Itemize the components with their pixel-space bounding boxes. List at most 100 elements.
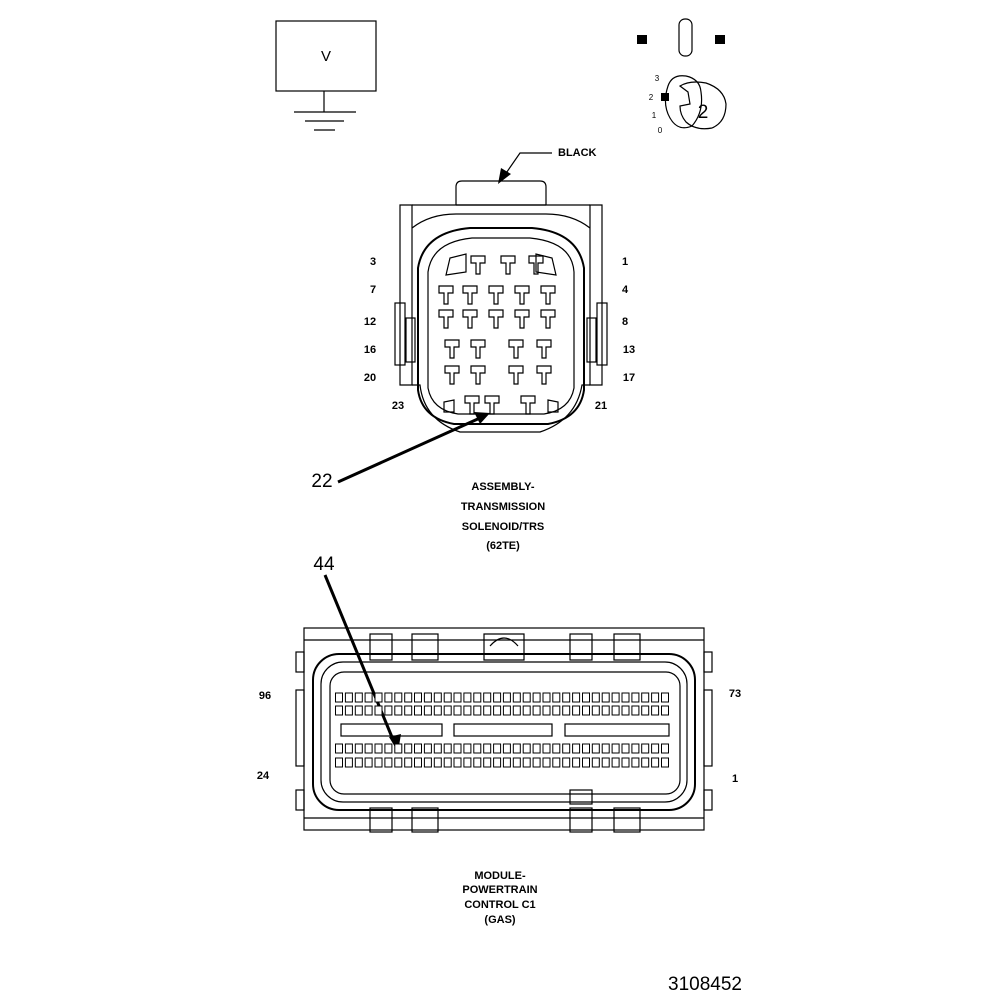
pin-label: 17 — [623, 372, 635, 384]
pin-cavity — [621, 743, 630, 754]
pin-cavity — [433, 743, 442, 754]
pin-cavity — [631, 692, 640, 703]
probe-icon — [637, 18, 725, 57]
pin-cavity — [493, 692, 502, 703]
pin-cavity — [572, 692, 581, 703]
pin-cavity — [522, 692, 531, 703]
pin-cavity — [651, 743, 660, 754]
pin-cavity — [591, 743, 600, 754]
pin-cavity — [414, 705, 422, 716]
black-callout: BLACK — [498, 147, 597, 184]
pin-cavity — [423, 705, 432, 716]
pin-cavity — [512, 743, 521, 754]
pin-cavity — [611, 743, 620, 754]
pin-cavity — [641, 757, 650, 768]
terminal-cavity — [514, 309, 530, 329]
pin-cavity — [582, 705, 590, 716]
pin-cavity — [661, 692, 669, 703]
terminal-cavity — [508, 339, 524, 359]
pin-cavity — [394, 757, 403, 768]
pin-cavity — [433, 705, 442, 716]
pin-cavity — [601, 743, 610, 754]
pin-label: 23 — [392, 400, 404, 412]
pin-cavity — [611, 705, 620, 716]
pin-cavity — [483, 757, 492, 768]
pin-cavity — [512, 692, 521, 703]
pin-cavity — [552, 757, 561, 768]
pin-cavity — [542, 757, 551, 768]
title-line: (GAS) — [484, 914, 516, 926]
pin-cavity — [394, 705, 403, 716]
pin-cavity — [354, 692, 363, 703]
callout-22: 22 — [311, 412, 490, 492]
pin-label: 16 — [364, 344, 376, 356]
pin-cavity — [641, 705, 650, 716]
solenoid-pin-labels-right: 1 4 8 13 17 21 — [595, 256, 635, 412]
terminal-cavity — [540, 285, 556, 305]
pin-cavity — [453, 692, 462, 703]
pin-cavity — [473, 743, 482, 754]
pin-cavity — [621, 705, 630, 716]
pin-cavity — [364, 743, 373, 754]
terminal-cavities — [438, 255, 556, 415]
pin-cavity — [532, 692, 541, 703]
pin-cavity — [404, 692, 413, 703]
pin-cavity — [364, 692, 373, 703]
pin-cavity — [433, 692, 442, 703]
pin-cavity — [562, 705, 571, 716]
pin-cavity — [542, 743, 551, 754]
pin-cavity — [384, 743, 393, 754]
pin-cavity — [532, 743, 541, 754]
terminal-cavity — [500, 255, 516, 275]
pin-cavity — [364, 757, 373, 768]
pin-cavity — [423, 743, 432, 754]
pin-cavity — [374, 705, 383, 716]
pin-cavity — [562, 743, 571, 754]
terminal-cavity — [488, 285, 504, 305]
title-line: ASSEMBLY- — [471, 481, 535, 493]
title-line: SOLENOID/TRS — [462, 521, 545, 533]
pin-cavity — [621, 692, 630, 703]
pin-cavity — [522, 743, 531, 754]
pin-cavity — [572, 743, 581, 754]
pin-cavity — [502, 743, 511, 754]
terminal-cavity — [464, 395, 480, 415]
callout-number: 22 — [311, 471, 332, 492]
pin-cavity — [532, 757, 541, 768]
pin-label: 21 — [595, 400, 607, 412]
pin-cavity — [394, 743, 403, 754]
pcm-pin-labels: 96 24 73 1 — [257, 688, 741, 785]
pin-cavity — [631, 757, 640, 768]
terminal-cavity — [438, 285, 454, 305]
pin-cavity — [404, 757, 413, 768]
pin-cavity — [502, 705, 511, 716]
terminal-cavity — [536, 365, 552, 385]
terminal-cavity — [508, 365, 524, 385]
pin-cavity — [651, 692, 660, 703]
terminal-cavity — [444, 365, 460, 385]
pin-cavity — [354, 743, 363, 754]
pin-cavity — [374, 692, 383, 703]
pin-cavity — [404, 743, 413, 754]
pin-cavity — [354, 705, 363, 716]
pin-cavities — [335, 692, 669, 768]
pin-cavity — [463, 743, 472, 754]
pin-cavity — [493, 743, 502, 754]
pin-cavity — [641, 692, 650, 703]
pin-cavity — [384, 757, 393, 768]
pin-label: 24 — [257, 770, 270, 782]
pin-cavity — [512, 757, 521, 768]
terminal-cavity — [462, 285, 478, 305]
terminal-cavity — [484, 395, 500, 415]
pin-cavity — [364, 705, 373, 716]
pin-label: 12 — [364, 316, 376, 328]
pin-cavity — [522, 705, 531, 716]
terminal-cavity — [462, 309, 478, 329]
pin-cavity — [591, 692, 600, 703]
pin-cavity — [443, 757, 452, 768]
pin-cavity — [542, 692, 551, 703]
terminal-cavity — [470, 339, 486, 359]
solenoid-pin-labels-left: 3 7 12 16 20 23 — [364, 256, 404, 412]
pin-cavity — [463, 757, 472, 768]
